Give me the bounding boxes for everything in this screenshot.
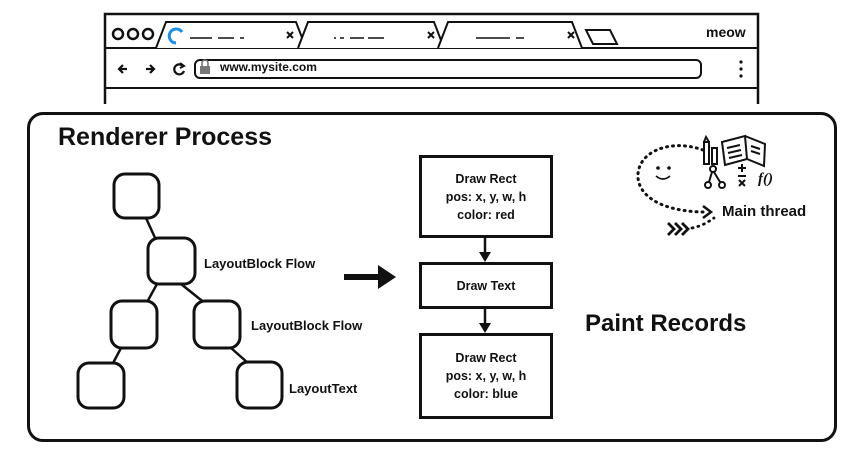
tab-close-icon (427, 31, 435, 39)
window-close-dot (111, 27, 125, 41)
browser-brand: meow (706, 24, 746, 40)
layout-text-label: LayoutText (289, 381, 358, 396)
renderer-process-title: Renderer Process (58, 123, 273, 151)
tree-to-records-arrow (344, 265, 396, 289)
record-arrow (479, 238, 491, 262)
paint-record-draw-text: Draw Text (419, 262, 553, 309)
main-thread-label: Main thread (722, 203, 807, 220)
tab-3[interactable] (437, 21, 583, 49)
main-thread-character-icon (636, 144, 716, 236)
tab-close-icon (286, 31, 294, 39)
layout-block-flow-label: LayoutBlock Flow (204, 256, 316, 271)
formula-icon: f() (758, 171, 773, 187)
reload-icon[interactable] (173, 62, 186, 76)
address-bar-url: www.mysite.com (220, 60, 317, 74)
record-line: Draw Rect (455, 171, 517, 186)
record-arrow (479, 309, 491, 333)
kebab-menu-icon[interactable] (739, 60, 743, 78)
lock-icon (200, 59, 210, 74)
layout-tree-node (112, 172, 161, 220)
math-symbols-icon (738, 164, 746, 187)
tab-2[interactable] (297, 21, 445, 49)
layout-block-flow-label: LayoutBlock Flow (251, 318, 363, 333)
record-line: Draw Rect (455, 351, 517, 365)
molecule-icon (704, 165, 726, 189)
tab-close-icon (567, 31, 575, 39)
paint-record-draw-rect-red: Draw Rect pos: x, y, w, h color: red (419, 155, 553, 238)
record-line: pos: x, y, w, h (445, 369, 527, 383)
layout-tree-nodes (76, 172, 284, 410)
address-bar[interactable] (194, 59, 702, 79)
renderer-process-panel (27, 112, 837, 442)
layout-tree-node (146, 236, 197, 286)
loading-spinner-icon (167, 27, 184, 45)
layout-tree-node (109, 299, 159, 350)
window-minimize-dot (126, 27, 140, 41)
record-line: color: blue (454, 387, 518, 401)
paint-records-title: Paint Records (585, 310, 747, 337)
tools-icon (703, 134, 718, 165)
record-line: Draw Text (456, 278, 516, 293)
window-controls[interactable] (111, 27, 155, 41)
back-arrow-icon[interactable] (117, 64, 127, 74)
layout-tree-node (76, 361, 126, 410)
layout-tree-node (235, 360, 284, 410)
record-line: color: red (457, 207, 515, 222)
record-line: pos: x, y, w, h (445, 189, 527, 204)
paint-record-draw-rect-blue: Draw Rect pos: x, y, w, h color: blue (419, 333, 553, 419)
forward-arrow-icon[interactable] (146, 64, 156, 74)
window-maximize-dot (141, 27, 155, 41)
new-tab-button[interactable] (584, 29, 619, 45)
browser-window-frame (103, 12, 760, 104)
layout-tree-node (192, 299, 242, 350)
book-icon (720, 134, 767, 168)
tab-1[interactable] (155, 21, 307, 49)
